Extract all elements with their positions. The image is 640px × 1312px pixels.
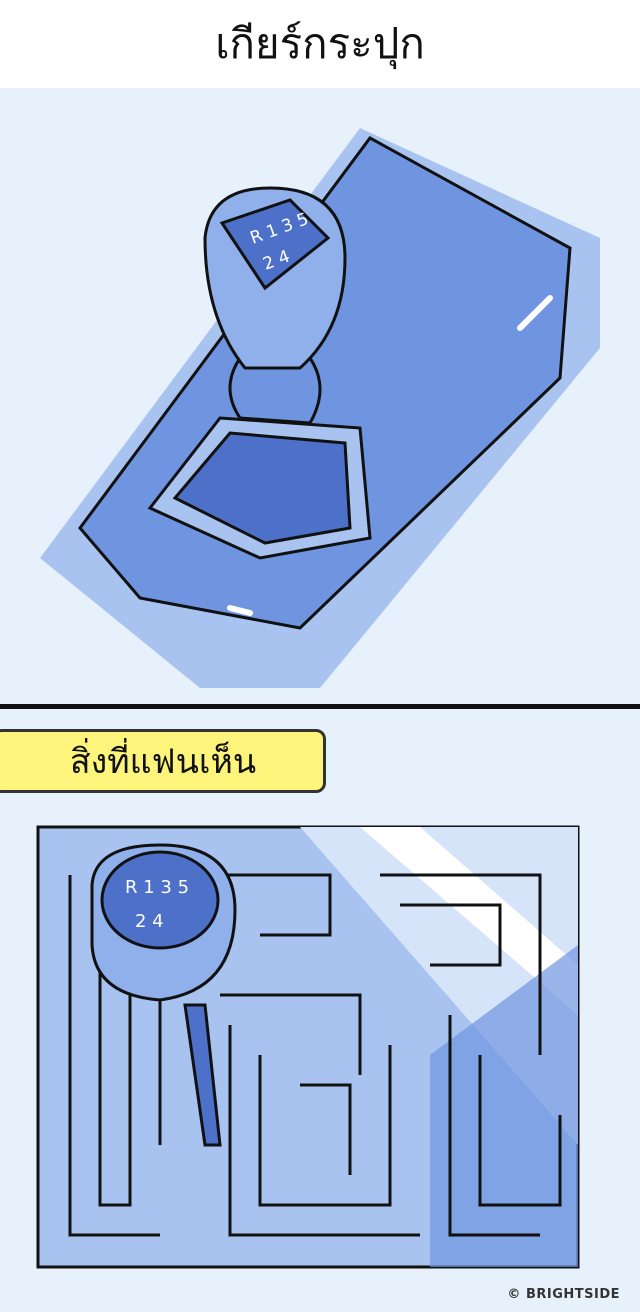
brightside-credit: © BRIGHTSIDE — [507, 1287, 620, 1302]
panel-label: สิ่งที่แฟนเห็น — [0, 729, 326, 793]
maze-knob-pattern-top: R 1 3 5 — [125, 877, 189, 898]
maze-knob-pattern-bottom: 2 4 — [135, 911, 164, 932]
panel-divider — [0, 704, 640, 709]
page-title: เกียร์กระปุก — [215, 19, 425, 68]
gear-shift-illustration: R 1 3 5 2 4 — [40, 128, 600, 688]
maze-illustration: R 1 3 5 2 4 — [36, 825, 580, 1269]
